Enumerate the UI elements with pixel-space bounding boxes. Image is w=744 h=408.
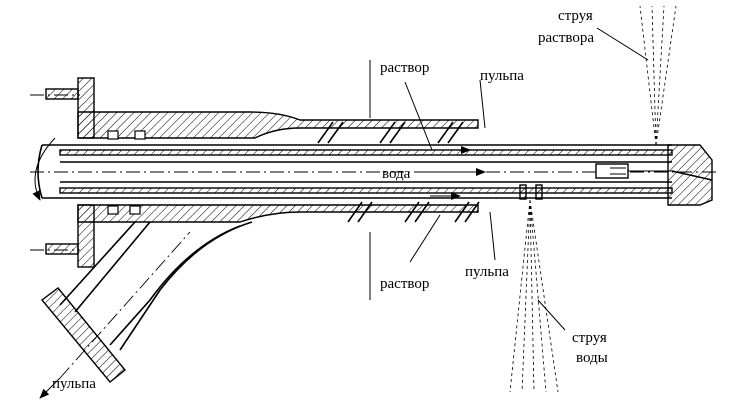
flow-arrows — [32, 137, 486, 399]
label-voda: вода — [382, 166, 411, 182]
solution-jet — [639, 5, 677, 146]
label-rastvor-top: раствор — [380, 60, 429, 76]
outer-body-upper-wall — [77, 111, 479, 139]
outer-body-lower-wall — [77, 204, 479, 223]
label-struya-vody-1: струя — [572, 330, 607, 346]
label-pulpa-outlet: пульпа — [52, 376, 96, 392]
seal-blocks — [107, 130, 146, 215]
inner-rotating-pipe — [37, 144, 673, 199]
leader-lines — [404, 27, 649, 331]
water-jet — [509, 199, 559, 393]
screw-flights-upper — [317, 121, 464, 144]
label-rastvor-bottom: раствор — [380, 276, 429, 292]
label-struya-rastvora-2: раствора — [538, 30, 594, 46]
label-pulpa-bottom: пульпа — [465, 264, 509, 280]
label-pulpa-top: пульпа — [480, 68, 524, 84]
nozzle-head — [519, 144, 713, 206]
label-struya-vody-2: воды — [576, 350, 608, 366]
flange-upper — [45, 77, 95, 139]
outlet-branch-pipe — [40, 221, 253, 383]
screw-flights-lower — [347, 201, 480, 223]
label-struya-rastvora-1: струя — [558, 8, 593, 24]
flange-lower — [45, 204, 95, 268]
